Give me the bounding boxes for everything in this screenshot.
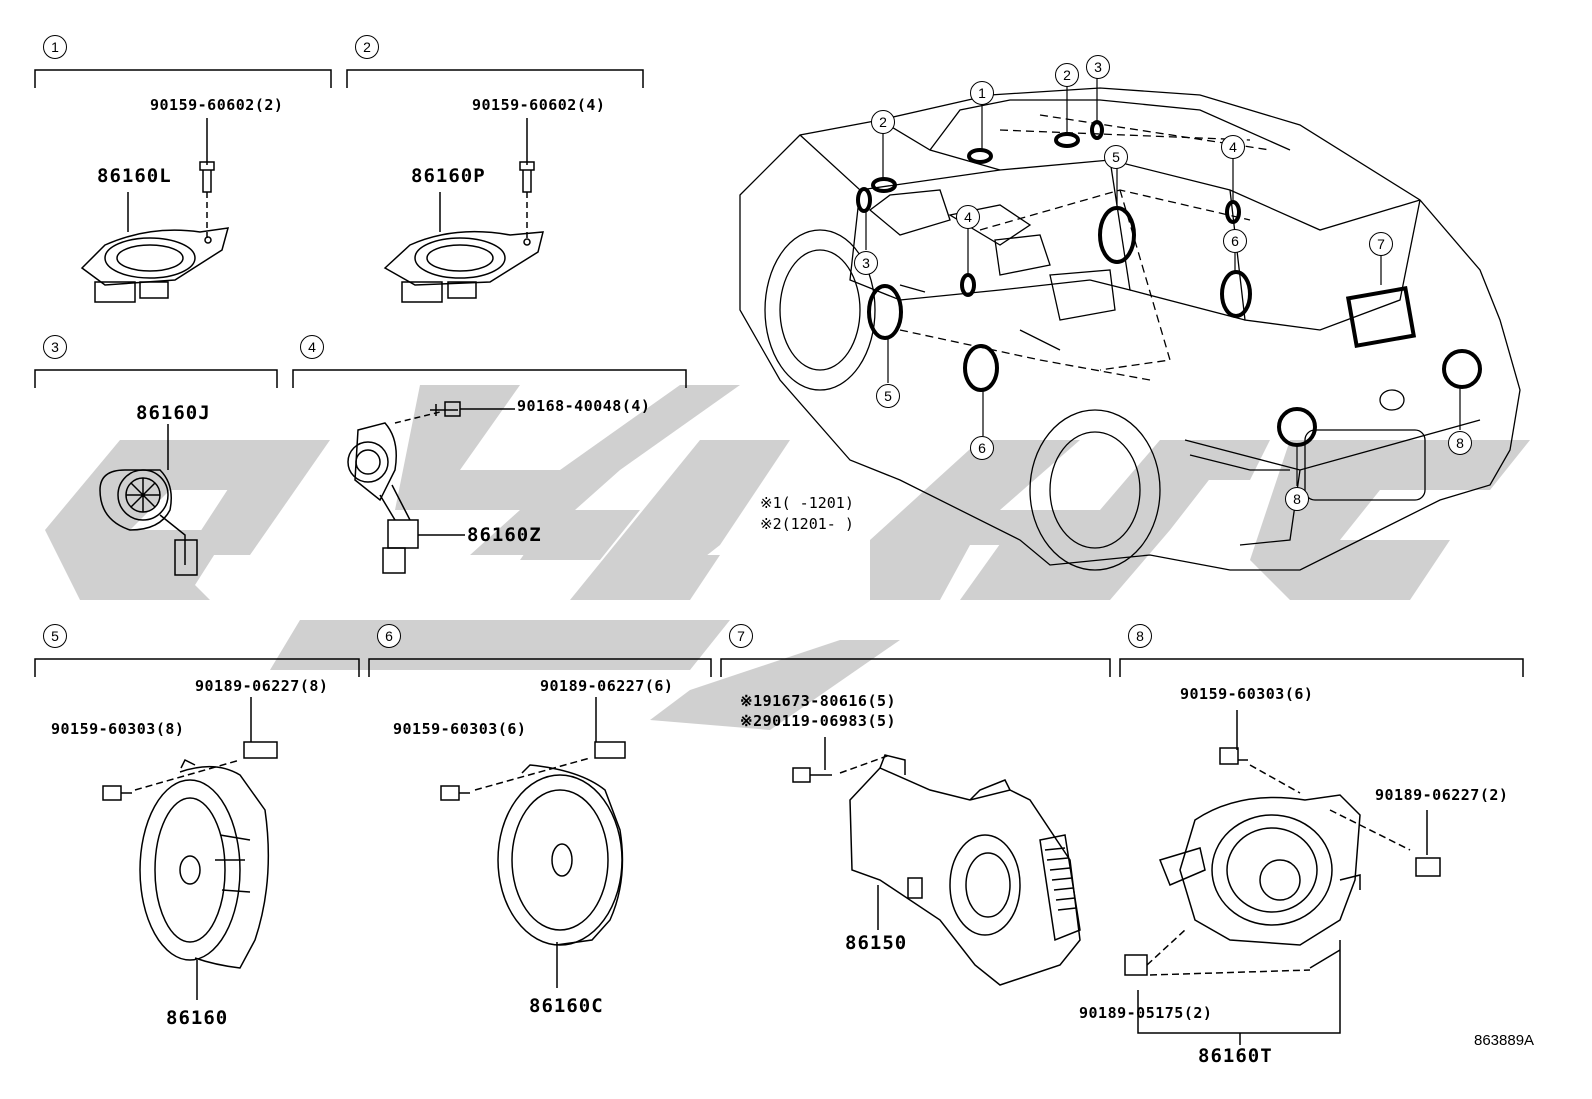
vehicle-callout: 8 [1448, 431, 1472, 455]
watermark-shape-4 [520, 510, 640, 560]
vehicle-callout: 7 [1369, 232, 1393, 256]
diagram-reference-number: 863889A [1474, 1032, 1535, 1049]
vehicle-callout: 6 [1223, 229, 1247, 253]
vehicle-callout: 2 [1055, 63, 1079, 87]
part-label-90159-60303: 90159-60303(6) [1180, 685, 1314, 703]
section-3-number: 3 [43, 335, 67, 359]
part-label-86160: 86160 [166, 1007, 229, 1029]
vehicle-callout: 4 [956, 205, 980, 229]
vehicle-callout: 1 [970, 81, 994, 105]
part-label-90189-05175: 90189-05175(2) [1079, 1004, 1213, 1022]
part-label-86160J: 86160J [136, 402, 211, 424]
bracket-8 [1119, 658, 1524, 677]
section-8-number: 8 [1128, 624, 1152, 648]
part-label-86160Z: 86160Z [467, 524, 542, 546]
vehicle-callout: 5 [1104, 145, 1128, 169]
note-1: ※1( -1201) [760, 494, 854, 512]
vehicle-callout: 3 [854, 251, 878, 275]
part-label-86150: 86150 [845, 932, 908, 954]
part-label-90159-60303: 90159-60303(6) [393, 720, 527, 738]
tweeter-86160J-drawing [99, 424, 198, 576]
watermark-shape-8 [870, 440, 1240, 600]
bracket-1 [34, 69, 332, 88]
part-label-86160C: 86160C [529, 995, 604, 1017]
section-1-number: 1 [43, 35, 67, 59]
bracket-5 [34, 658, 360, 677]
part-label-90119-06983: ※290119-06983(5) [740, 712, 897, 730]
bracket-6 [368, 658, 712, 677]
part-label-90168-40048: 90168-40048(4) [517, 397, 651, 415]
part-label-91673-80616: ※191673-80616(5) [740, 692, 897, 710]
note-2: ※2(1201- ) [760, 515, 854, 533]
speaker-86160-drawing [102, 697, 278, 1000]
part-label-90159-60602: 90159-60602(4) [472, 96, 606, 114]
part-label-86160P: 86160P [411, 165, 486, 187]
vehicle-callout: 4 [1221, 135, 1245, 159]
watermark-shape-12 [650, 640, 900, 730]
tweeter-86160Z-drawing [347, 401, 515, 574]
vehicle-speaker-markers [856, 120, 1482, 447]
part-label-86160T: 86160T [1198, 1045, 1273, 1067]
part-label-90189-06227: 90189-06227(6) [540, 677, 674, 695]
watermark-shape-3 [395, 385, 740, 555]
section-2-number: 2 [355, 35, 379, 59]
vehicle-drawing [739, 87, 1521, 571]
speaker-86160C-drawing [440, 697, 626, 988]
watermark-shape-9 [1170, 440, 1270, 480]
bracket-3 [34, 369, 278, 388]
section-4-number: 4 [300, 335, 324, 359]
vehicle-callout: 3 [1086, 55, 1110, 79]
part-label-90189-06227: 90189-06227(8) [195, 677, 329, 695]
speaker-86160P-drawing [383, 118, 544, 303]
section-5-number: 5 [43, 624, 67, 648]
bracket-4 [292, 369, 687, 388]
speaker-86160T-drawing [1124, 710, 1441, 1045]
watermark-shape-7 [570, 440, 790, 600]
vehicle-callout: 6 [970, 436, 994, 460]
part-label-86160L: 86160L [97, 165, 172, 187]
vehicle-callout-leaders [865, 78, 1461, 486]
section-7-number: 7 [729, 624, 753, 648]
part-label-90159-60602: 90159-60602(2) [150, 96, 284, 114]
part-label-90159-60303: 90159-60303(8) [51, 720, 185, 738]
section-6-number: 6 [377, 624, 401, 648]
vehicle-callout: 5 [876, 384, 900, 408]
woofer-86150-drawing [792, 737, 1081, 986]
watermark-shape-11 [960, 530, 1090, 600]
vehicle-callout: 2 [871, 110, 895, 134]
vehicle-callout: 8 [1285, 487, 1309, 511]
watermark-shape-2 [185, 440, 330, 555]
speaker-86160L-drawing [80, 118, 230, 303]
bracket-2 [346, 69, 644, 88]
part-label-90189-06227: 90189-06227(2) [1375, 786, 1509, 804]
bracket-7 [720, 658, 1111, 677]
